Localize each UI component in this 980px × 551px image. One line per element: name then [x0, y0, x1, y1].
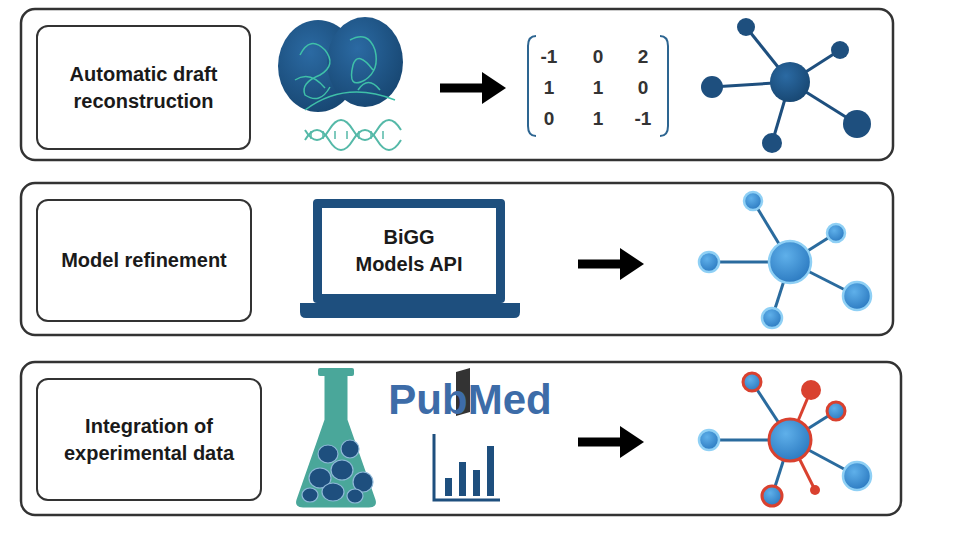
matrix-entry: -1 — [635, 108, 652, 130]
matrix-entry: 0 — [593, 46, 604, 68]
panel — [21, 183, 893, 335]
laptop-base — [300, 303, 520, 318]
cells-icon — [278, 17, 403, 112]
bar-chart-icon — [434, 434, 500, 500]
matrix-bracket — [528, 36, 668, 136]
box-label: Model refinement — [61, 247, 227, 274]
matrix-entry: 0 — [638, 77, 649, 99]
network-graph — [699, 192, 871, 328]
panel — [21, 9, 893, 160]
box-label: Integration of experimental data — [50, 413, 248, 467]
label-box: Integration of experimental data — [36, 378, 262, 501]
panel — [21, 362, 901, 515]
box-label: Automatic draft reconstruction — [50, 61, 237, 115]
matrix-entry: 1 — [544, 77, 555, 99]
flask-icon — [298, 368, 375, 506]
dna-icon — [305, 120, 401, 150]
label-box: Automatic draft reconstruction — [36, 25, 251, 150]
matrix-entry: 2 — [638, 46, 649, 68]
matrix-entry: 0 — [544, 108, 555, 130]
logo-text: PubMed — [388, 376, 551, 424]
network-graph — [699, 373, 871, 506]
matrix-entry: 1 — [593, 108, 604, 130]
matrix-entry: -1 — [541, 46, 558, 68]
laptop-screen: BiGG Models API — [313, 199, 505, 303]
matrix-entry: 1 — [593, 77, 604, 99]
label-box: Model refinement — [36, 199, 252, 322]
screen-text: BiGG Models API — [354, 224, 464, 278]
network-graph — [701, 18, 871, 153]
